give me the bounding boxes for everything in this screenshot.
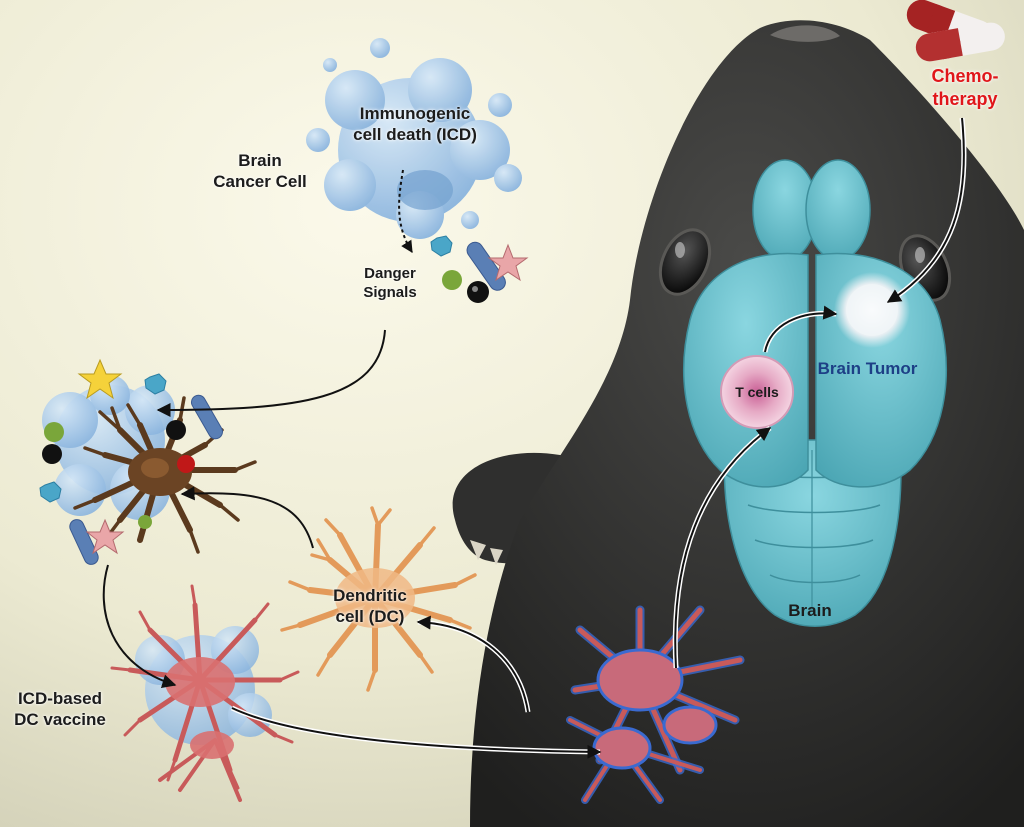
icd-label-line1: Immunogenic	[359, 104, 471, 123]
dc-vaccine-line1: ICD-based	[17, 689, 103, 708]
danger-signals-label: Danger Signals	[345, 265, 435, 303]
mouse-eye-left	[658, 228, 712, 296]
process-arrows	[102, 117, 967, 759]
dendritic-cell	[280, 506, 477, 692]
chemotherapy-line2: therapy	[932, 88, 998, 109]
antigen-loaded-dc-cluster	[39, 358, 257, 565]
brain-tumor-label: Brain Tumor	[817, 359, 918, 378]
chemo-capsule-icon	[906, 0, 1005, 62]
icd-label: Immunogenic cell death (ICD)	[330, 103, 500, 146]
brain-label: Brain	[788, 601, 832, 620]
dc-vaccine-line2: DC vaccine	[14, 710, 106, 730]
icd-dc-vaccine	[110, 584, 300, 802]
chemotherapy-line1: Chemo-	[931, 66, 999, 86]
icd-label-line2: cell death (ICD)	[353, 125, 477, 145]
danger-signals-line2: Signals	[363, 283, 417, 301]
brain-cancer-cell-label: Brain Cancer Cell	[205, 150, 315, 193]
icd-cancer-cell	[306, 38, 522, 239]
brain-cancer-cell-line2: Cancer Cell	[213, 172, 307, 192]
arrow-danger-to-dc	[156, 329, 386, 417]
dendritic-cell-line2: cell (DC)	[335, 607, 405, 627]
t-cells-label: T cells	[735, 384, 779, 400]
lymph-node-dc-cluster	[566, 605, 745, 804]
arrow-loaded-to-vaccine	[102, 564, 177, 688]
danger-signals-line1: Danger	[364, 265, 416, 282]
chemotherapy-label: Chemo- therapy	[915, 65, 1015, 110]
danger-signal-molecules	[430, 235, 529, 303]
arrow-dc-to-loaded	[180, 486, 314, 549]
arrow-icd-to-danger	[398, 169, 413, 254]
dc-vaccine-label: ICD-based DC vaccine	[0, 688, 120, 731]
dendritic-cell-line1: Dendritic	[333, 586, 407, 605]
dendritic-cell-label: Dendritic cell (DC)	[310, 585, 430, 628]
brain-cancer-cell-line1: Brain	[238, 151, 282, 170]
